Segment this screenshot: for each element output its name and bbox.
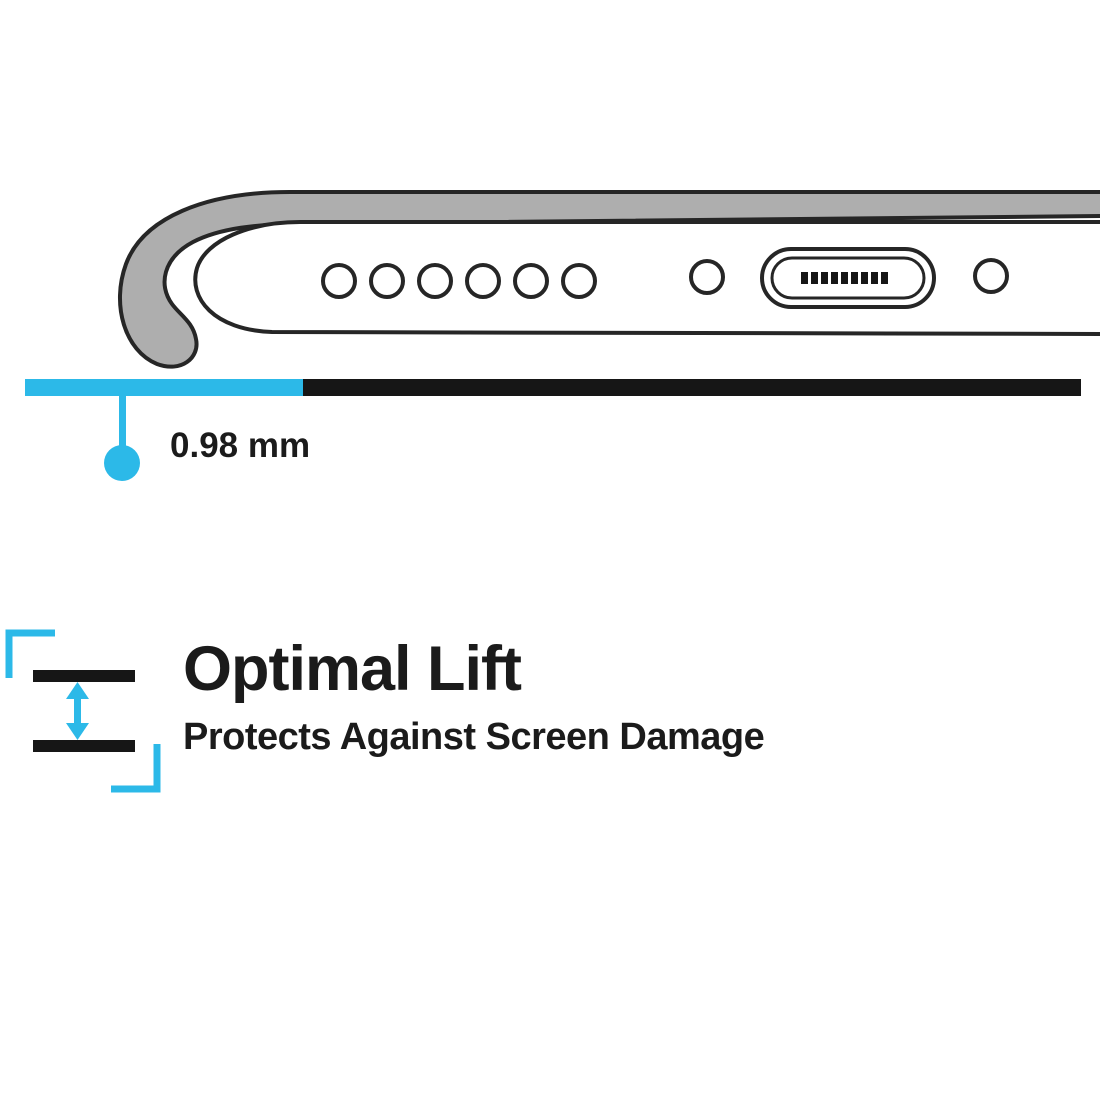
lift-measurement-icon xyxy=(5,629,161,793)
measurement-label: 0.98 mm xyxy=(170,426,310,465)
feature-subtitle: Protects Against Screen Damage xyxy=(183,716,765,759)
microphone-hole-icon xyxy=(689,259,725,295)
lift-bar-top xyxy=(33,670,135,682)
feature-text-block: Optimal Lift Protects Against Screen Dam… xyxy=(183,636,1043,759)
phone-case-illustration: 0.98 mm xyxy=(25,190,1100,481)
charging-port-icon xyxy=(760,247,936,309)
double-arrow-icon xyxy=(66,682,89,740)
bracket-top-left xyxy=(5,629,55,678)
surface-line-highlight xyxy=(25,379,303,396)
speaker-holes-icon xyxy=(321,263,597,299)
measurement-line xyxy=(119,396,126,448)
screw-hole-icon xyxy=(973,258,1009,294)
case-shell xyxy=(118,190,1100,369)
lift-bar-bottom xyxy=(33,740,135,752)
bracket-bottom-right xyxy=(111,744,161,793)
measurement-dot xyxy=(104,445,140,481)
phone-body xyxy=(193,220,1100,336)
feature-title: Optimal Lift xyxy=(183,634,522,704)
surface-line xyxy=(303,379,1081,396)
